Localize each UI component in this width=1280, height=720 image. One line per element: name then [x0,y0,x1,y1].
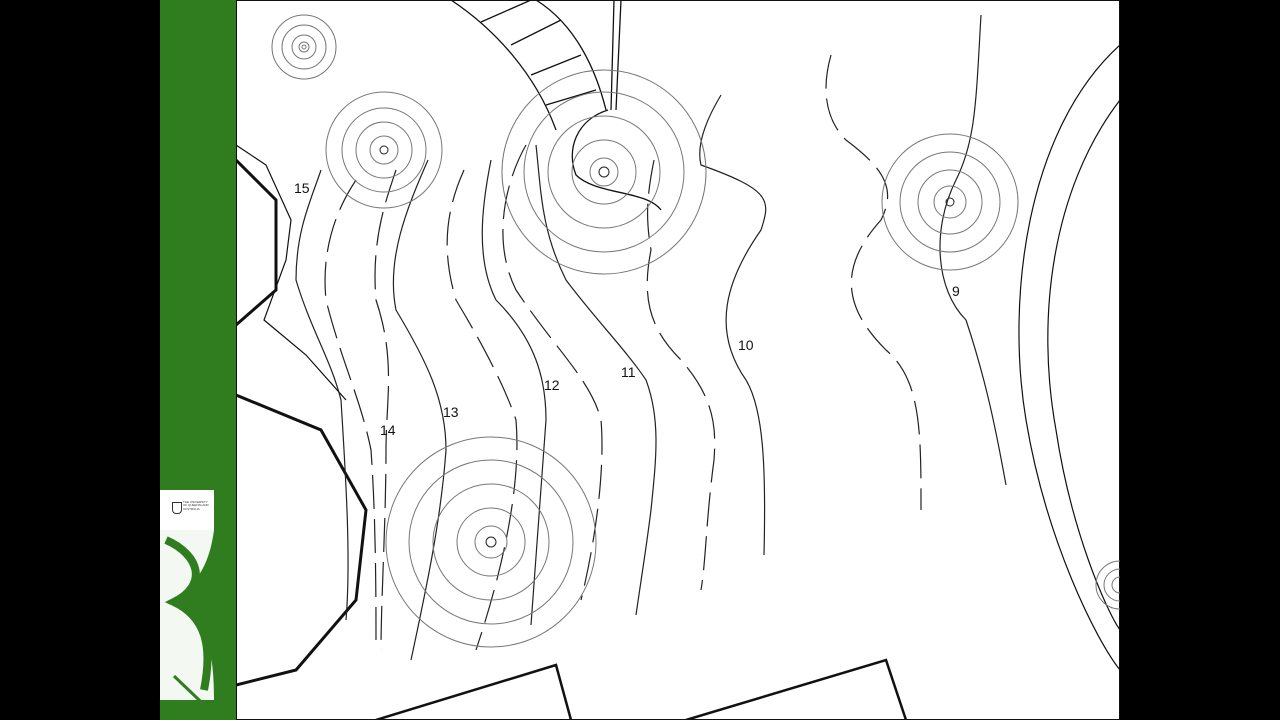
bottom-structures [375,658,908,720]
tree-canopies [271,14,1120,648]
brand-side-band: THE UNIVERSITY OF QUEENSLAND AUSTRALIA [160,0,236,720]
contour-plan-drawing: 9 10 11 12 13 14 15 [236,0,1120,720]
tree-lower-center [385,436,597,648]
tree-upper-left [325,91,443,209]
logo-text: THE UNIVERSITY OF QUEENSLAND AUSTRALIA [183,500,209,511]
stepped-walkway [450,0,662,211]
contour-label-10: 10 [738,337,754,353]
letterbox-right [1120,0,1280,720]
contour-label-14: 14 [380,422,396,438]
university-logo: THE UNIVERSITY OF QUEENSLAND AUSTRALIA [160,490,214,530]
logo-arc-decoration [160,530,222,720]
small-tree-top-left [271,14,337,80]
right-oval [1018,44,1120,671]
contour-label-9: 9 [952,283,960,299]
tree-edge-right [1095,560,1120,610]
contour-label-15: 15 [294,180,310,196]
letterbox-left [0,0,160,720]
site-plan: 9 10 11 12 13 14 15 [236,0,1120,720]
tree-right [881,133,1019,271]
university-crest-icon [172,502,182,514]
left-wall [236,393,368,687]
contour-label-12: 12 [544,377,560,393]
contour-lines [295,14,1007,661]
contour-label-13: 13 [443,404,459,420]
tree-upper-center [501,69,707,275]
contour-label-11: 11 [621,364,636,380]
contour-labels: 9 10 11 12 13 14 15 [294,180,960,438]
left-path-edge [236,144,347,401]
